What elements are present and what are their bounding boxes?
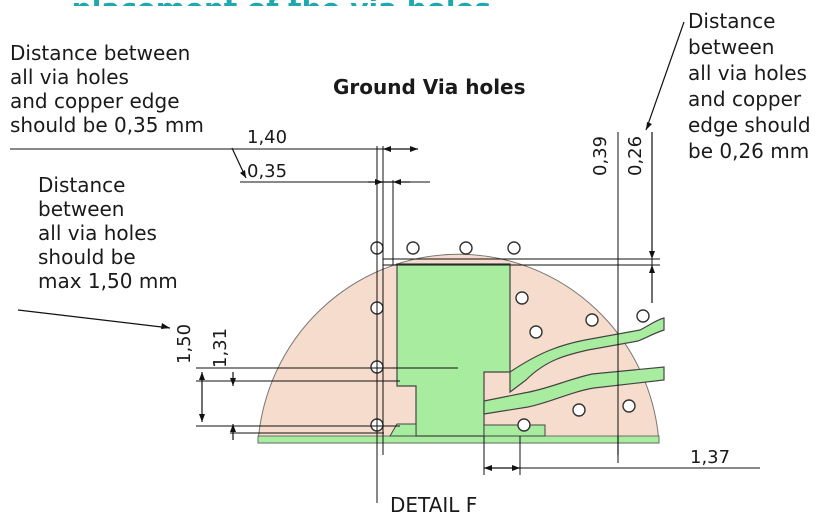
dim-0-39: 0,39 (590, 136, 611, 176)
via-hole (507, 241, 521, 255)
note-right-top: Distance between all via holes and coppe… (688, 9, 817, 163)
note-left-mid: Distance between all via holes should be… (38, 173, 178, 293)
via-hole (459, 241, 473, 255)
via-hole (572, 403, 586, 417)
ground-via-holes-label: Ground Via holes (333, 75, 526, 99)
trace-upper (509, 317, 665, 394)
dim-0-26: 0,26 (625, 136, 646, 176)
copper-bottom-left-tab (389, 423, 417, 437)
via-hole (517, 418, 531, 432)
dim-1-37: 1,37 (690, 447, 730, 468)
via-hole (406, 241, 420, 255)
trace-lower (483, 366, 665, 415)
via-hole (515, 291, 529, 305)
detail-caption: DETAIL F (390, 493, 477, 517)
cropped-heading: ... placement of the via holes ... (30, 0, 533, 25)
note-left-top: Distance between all via holes and coppe… (10, 41, 204, 137)
dim-1-31: 1,31 (210, 328, 231, 368)
copper-bottom-right-tab (483, 424, 546, 437)
via-hole (636, 309, 650, 323)
copper-bottom-strip (257, 435, 660, 444)
via-hole (529, 325, 543, 339)
dim-0-35: 0,35 (247, 161, 287, 182)
via-hole (622, 399, 636, 413)
via-hole (585, 313, 599, 327)
dim-1-50: 1,50 (174, 324, 195, 364)
dim-1-40: 1,40 (247, 127, 287, 148)
